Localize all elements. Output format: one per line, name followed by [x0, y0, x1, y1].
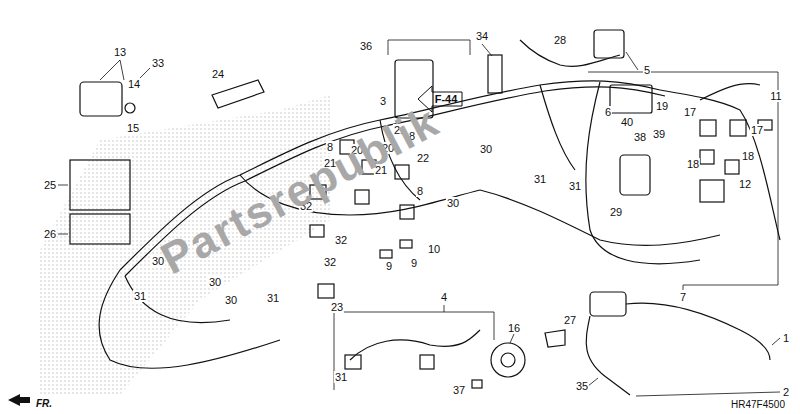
callout-number: 6: [604, 106, 612, 118]
callout-number: 36: [359, 40, 373, 52]
watermark: Partsrepublik: [152, 96, 448, 284]
callout-number: 3: [379, 95, 387, 107]
callout-number: 10: [427, 243, 441, 255]
reference-flag: F-44: [434, 93, 459, 105]
callout-number: 28: [553, 34, 567, 46]
callout-number: 31: [133, 290, 147, 302]
callout-number: 39: [652, 128, 666, 140]
callout-number: 14: [127, 78, 141, 90]
callout-number: 38: [633, 131, 647, 143]
callout-number: 17: [683, 106, 697, 118]
callout-number: 40: [620, 116, 634, 128]
callout-number: 11: [769, 90, 782, 102]
front-direction-label: FR.: [35, 398, 53, 410]
callout-number: 19: [655, 100, 669, 112]
callout-number: 17: [750, 124, 764, 136]
callout-number: 24: [211, 68, 225, 80]
callout-number: 15: [126, 122, 140, 134]
callout-number: 18: [741, 150, 755, 162]
callout-number: 5: [643, 64, 651, 76]
callout-number: 16: [507, 322, 521, 334]
callout-number: 9: [410, 257, 418, 269]
callout-number: 30: [224, 294, 238, 306]
callout-number: 13: [113, 46, 127, 58]
callout-number: 37: [452, 384, 466, 396]
callout-number: 34: [475, 30, 489, 42]
callout-number: 4: [440, 291, 448, 303]
callout-number: 26: [43, 228, 57, 240]
callout-number: 31: [533, 173, 547, 185]
callout-number: 27: [563, 314, 577, 326]
callout-number: 30: [479, 143, 493, 155]
callout-number: 32: [334, 234, 348, 246]
callout-number: 30: [208, 276, 222, 288]
callout-number: 18: [686, 158, 700, 170]
callout-number: 31: [334, 371, 348, 383]
callout-number: 2: [782, 386, 790, 398]
callout-number: 29: [609, 206, 623, 218]
callout-number: 31: [266, 292, 280, 304]
callout-number: 25: [43, 179, 57, 191]
callout-number: 33: [151, 57, 165, 69]
callout-number: 31: [568, 180, 582, 192]
diagram-code: HR47F4500: [730, 399, 786, 411]
callout-number: 8: [416, 185, 424, 197]
callout-number: 7: [679, 291, 687, 303]
callout-number: 30: [446, 197, 460, 209]
callout-number: 23: [330, 301, 344, 313]
callout-number: 12: [738, 178, 752, 190]
callout-number: 32: [323, 256, 337, 268]
callout-number: 35: [575, 380, 589, 392]
callout-number: 9: [385, 260, 393, 272]
callout-number: 1: [782, 332, 790, 344]
